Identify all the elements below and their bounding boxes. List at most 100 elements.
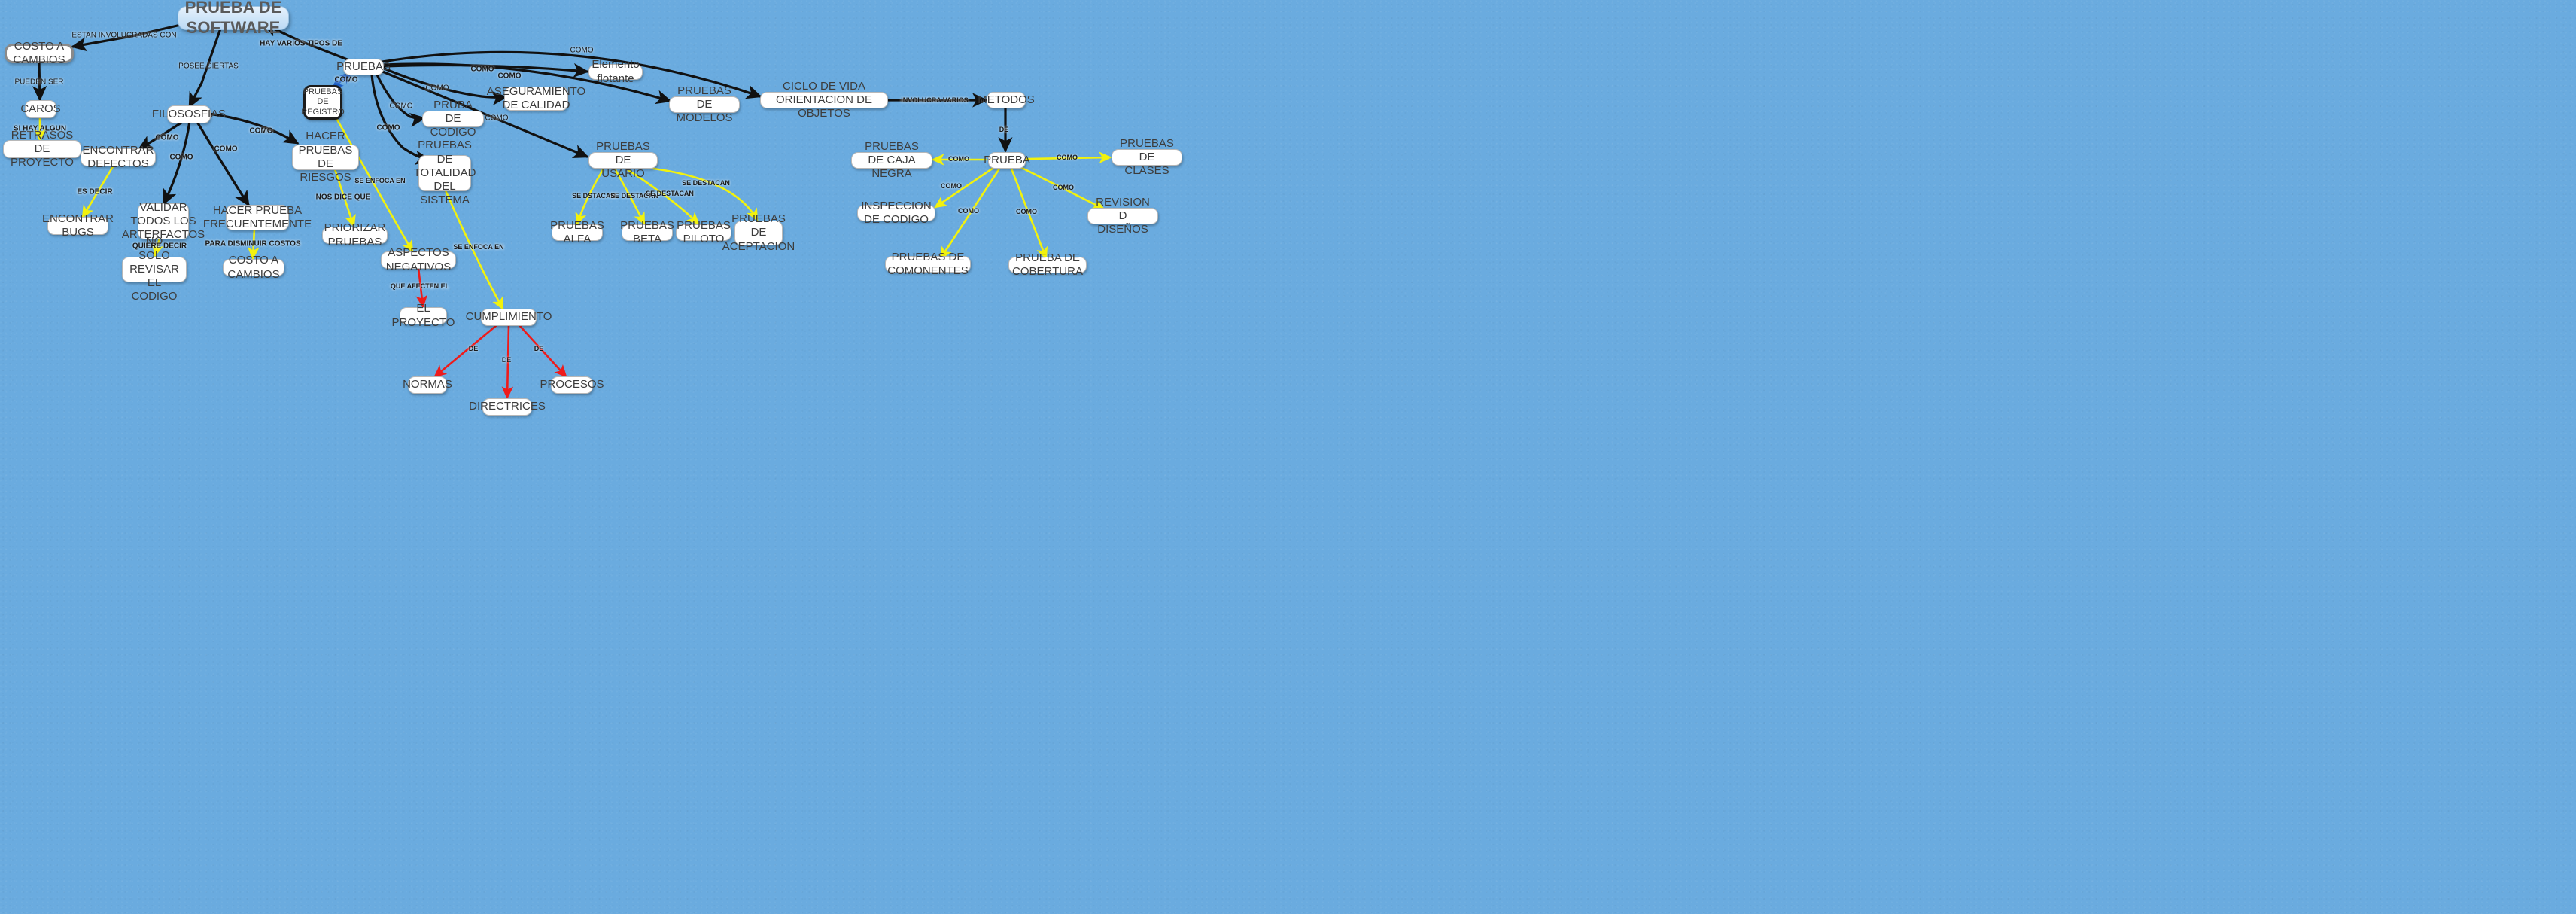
node-label: PRIORIZAR PRUEBAS: [324, 221, 386, 248]
edge-label-como-registro: COMO: [334, 75, 358, 84]
edge-label-se-destacan-beta: SE DESTACAN: [610, 192, 658, 200]
edge-label-para-disminuir-costos: PARA DISMINUIR COSTOS: [205, 239, 301, 248]
edge-label-hay-varios-tipos-de: HAY VARIOS TIPOS DE: [260, 39, 342, 48]
node-label: PRUEBAS DE CAJA NEGRA: [865, 139, 919, 181]
node-label: HACER PRUEBAS DE RIESGOS: [298, 129, 353, 184]
node-root[interactable]: PRUEBA DE SOFTWARE: [178, 0, 289, 37]
node-inspeccion-de-codigo[interactable]: INSPECCION DE CODIGO: [857, 200, 935, 226]
node-metodos[interactable]: METODOS: [978, 92, 1035, 108]
node-pruebas-de-caja-negra[interactable]: PRUEBAS DE CAJA NEGRA: [851, 140, 932, 180]
node-hacer-pruebas-de-riesgos[interactable]: HACER PRUEBAS DE RIESGOS: [292, 129, 359, 184]
node-pruebas-de-totalidad[interactable]: PRUEBAS DE TOTALIDAD DEL SISTEMA: [414, 139, 476, 206]
edge-label-como-cobertura: COMO: [1016, 208, 1037, 215]
node-label: Elemento flotante: [592, 58, 640, 85]
edge-label-de-normas: DE: [468, 345, 479, 352]
node-normas[interactable]: NORMAS: [403, 376, 452, 394]
node-label: DIRECTRICES: [469, 400, 546, 413]
node-label: PRUEBAS DE ACEPTACION: [722, 212, 795, 253]
edge-label-si-hay-algun: SI HAY ALGUN: [13, 124, 67, 133]
node-label: PRUEBAS DE MODELOS: [676, 84, 733, 125]
node-pruebas-piloto[interactable]: PRUEBAS PILOTO: [676, 219, 731, 245]
edge-label-involucra-varios: INVOLUCRA VARIOS: [901, 96, 969, 104]
node-costo-a-cambios-2[interactable]: COSTO A CAMBIOS: [223, 254, 284, 281]
edge-label-como-inspeccion: COMO: [941, 182, 962, 190]
node-label: VALIDAR TODOS LOS ARTERFACTOS: [121, 200, 205, 242]
edge-pruebas-usuario: [379, 69, 589, 159]
edge-label-estan-involucradas-con: ESTAN INVOLUCRADAS CON: [71, 31, 177, 40]
edge-label-de-metodos-prueba: DE: [999, 126, 1009, 133]
edge-label-de-procesos: DE: [534, 345, 544, 352]
edge-label-como-pruebas-prubacodigo: COMO: [389, 102, 413, 111]
edge-label-como-revision: COMO: [1053, 184, 1074, 191]
node-elemento-flotante[interactable]: Elemento flotante: [588, 58, 643, 85]
node-pruebas-de-componentes[interactable]: PRUEBAS DE COMONENTES: [885, 251, 971, 277]
node-label: NORMAS: [403, 378, 452, 391]
node-root-label: PRUEBA DE SOFTWARE: [184, 0, 282, 37]
node-label: NO SOLO REVISAR EL CODIGO: [129, 235, 179, 303]
node-label: CAROS: [20, 102, 61, 115]
node-pruba-de-codigo[interactable]: PRUBA DE CODIGO: [422, 99, 484, 139]
node-label: RETRASOS DE PROYECTO: [11, 128, 74, 169]
node-prueba-de-cobertura[interactable]: PRUEBA DE COBERTURA: [1008, 251, 1087, 278]
edge-label-como-filo-riesgos: COMO: [249, 126, 273, 136]
node-pruebas[interactable]: PRUEBAS: [336, 59, 391, 75]
node-pruebas-de-clases[interactable]: PRUEBAS DE CLASES: [1112, 137, 1182, 177]
node-hacer-prueba-frecuentemente[interactable]: HACER PRUEBA FRECUENTEMENTE: [203, 204, 312, 230]
node-label: METODOS: [978, 93, 1035, 106]
node-encontrar-defectos[interactable]: ENCONTRAR DEFECTOS: [81, 144, 156, 170]
edge-pruebas-prubacodigo: [375, 72, 426, 128]
node-filososfias[interactable]: FILOSOSFIAS: [152, 105, 226, 123]
edge-label-como-filo-validar: COMO: [169, 153, 193, 162]
edge-label-como-filo-encdef: COMO: [155, 133, 179, 142]
node-directrices[interactable]: DIRECTRICES: [469, 398, 546, 416]
node-label: COSTO A CAMBIOS: [227, 254, 280, 281]
node-no-solo-revisar-codigo[interactable]: NO SOLO REVISAR EL CODIGO: [122, 235, 187, 303]
node-label: PRUEBAS DE TOTALIDAD DEL SISTEMA: [413, 139, 476, 207]
edge-label-como-pruebas-totalidad: COMO: [376, 123, 400, 133]
node-validar-artefactos[interactable]: VALIDAR TODOS LOS ARTERFACTOS: [122, 201, 205, 242]
node-priorizar-pruebas[interactable]: PRIORIZAR PRUEBAS: [322, 221, 388, 248]
edge-label-como-componentes: COMO: [958, 207, 979, 215]
node-pruebas-de-usuario[interactable]: PRUEBAS DE USARIO: [588, 140, 658, 180]
node-prueba[interactable]: PRUEBA: [984, 152, 1030, 169]
node-label: PRUEBAS ALFA: [550, 218, 604, 245]
node-aseguramiento-de-calidad[interactable]: ASEGURAMIENTO DE CALIDAD: [487, 85, 585, 111]
node-label: PROCESOS: [540, 378, 604, 391]
edge-label-como-pruebas-aseguramiento: COMO: [425, 84, 449, 93]
edge-cumpl-normas: [433, 324, 498, 378]
node-pruebas-de-modelos[interactable]: PRUEBAS DE MODELOS: [669, 84, 740, 124]
node-label: CUMPLIMIENTO: [465, 310, 552, 324]
edge-label-como-caja-negra: COMO: [948, 155, 969, 163]
edge-label-como-clases: COMO: [1057, 154, 1078, 161]
node-el-proyecto[interactable]: EL PROYECTO: [392, 302, 455, 328]
edge-filo-hacerfrec: [196, 120, 250, 207]
edge-label-como-pruebas-usuario: COMO: [485, 114, 509, 123]
node-retrasos-de-proyecto[interactable]: RETRASOS DE PROYECTO: [3, 129, 81, 169]
node-pruebas-alfa[interactable]: PRUEBAS ALFA: [550, 219, 604, 245]
edge-label-se-enfoca-en-2: SE ENFOCA EN: [453, 243, 504, 251]
node-label: INSPECCION DE CODIGO: [861, 199, 932, 226]
node-revision-de-disenos[interactable]: REVISION D DISEÑOS: [1087, 196, 1158, 236]
node-label: PRUEBAS DE COMONENTES: [887, 250, 969, 277]
node-procesos[interactable]: PROCESOS: [540, 376, 604, 394]
node-cumplimiento[interactable]: CUMPLIMIENTO: [466, 309, 552, 326]
node-caros[interactable]: CAROS: [20, 100, 61, 118]
node-label: HACER PRUEBA FRECUENTEMENTE: [202, 203, 312, 230]
node-label: ENCONTRAR DEFECTOS: [82, 143, 154, 170]
node-pruebas-de-registro[interactable]: PRUEBAS DE REGISTRO: [301, 85, 345, 120]
node-pruebas-de-aceptacion[interactable]: PRUEBAS DE ACEPTACION: [722, 212, 795, 253]
edge-label-posee-ciertas: POSEE CIERTAS: [178, 62, 239, 71]
edge-label-es-decir: ES DECIR: [77, 187, 113, 197]
node-costo-a-cambios-1[interactable]: COSTO A CAMBIOS: [5, 40, 74, 66]
node-aspectos-negativos[interactable]: ASPECTOS NEGATIVOS: [381, 246, 456, 273]
edge-label-como-pruebas-ciclovida: COMO: [570, 46, 594, 55]
node-encontrar-bugs[interactable]: ENCONTRAR BUGS: [42, 212, 114, 239]
node-label: PRUEBA: [984, 153, 1030, 166]
node-label: PRUEBAS DE REGISTRO: [301, 87, 345, 117]
node-label: ASPECTOS NEGATIVOS: [385, 246, 452, 273]
node-label: ASEGURAMIENTO DE CALIDAD: [486, 84, 586, 111]
node-pruebas-beta[interactable]: PRUEBAS BETA: [620, 219, 674, 245]
node-ciclo-de-vida-orientacion-objetos[interactable]: CICLO DE VIDA ORIENTACION DE OBJETOS: [760, 80, 888, 120]
